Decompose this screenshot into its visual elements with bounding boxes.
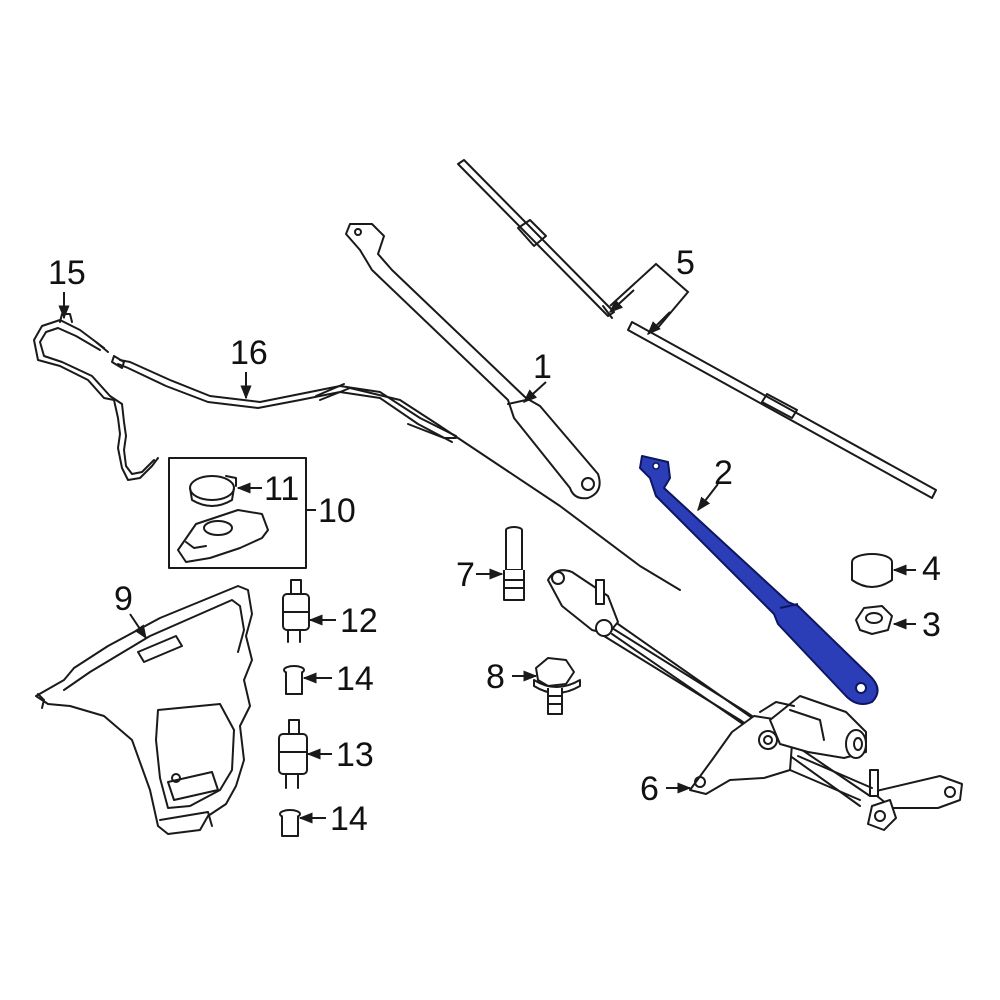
wiper-blade-upper[interactable] — [457, 159, 615, 319]
callout-7: 7 — [456, 556, 475, 594]
callout-13: 13 — [336, 736, 374, 774]
washer-fluid-reservoir[interactable] — [35, 585, 253, 835]
wiper-arm-cap-4[interactable] — [851, 553, 893, 588]
callout-9: 9 — [114, 580, 133, 618]
pump-grommet-14-upper[interactable] — [283, 665, 305, 695]
washer-hose-15[interactable] — [33, 313, 159, 481]
callout-12: 12 — [340, 602, 378, 640]
pump-grommet-14-lower[interactable] — [279, 809, 301, 837]
callout-3: 3 — [922, 606, 941, 644]
callout-11: 11 — [264, 470, 299, 508]
wiper-arm-nut-3[interactable] — [855, 605, 893, 635]
washer-nozzle-body[interactable] — [177, 509, 269, 563]
nozzle-kit-box — [168, 457, 307, 569]
washer-nozzle-cap-11[interactable] — [189, 475, 237, 507]
callout-4: 4 — [922, 550, 941, 588]
wiper-arm-passenger[interactable] — [345, 223, 601, 500]
washer-pump-13[interactable] — [278, 719, 308, 789]
callout-16: 16 — [230, 334, 268, 372]
callout-14-lower: 14 — [330, 800, 368, 838]
callout-14-upper: 14 — [336, 660, 374, 698]
callout-15: 15 — [48, 254, 86, 292]
callout-1: 1 — [533, 348, 552, 386]
callout-6: 6 — [640, 770, 659, 808]
pivot-stud-7[interactable] — [503, 526, 525, 601]
flange-bolt-8[interactable] — [533, 657, 581, 715]
callout-2: 2 — [714, 454, 733, 492]
washer-pump-12[interactable] — [282, 579, 310, 643]
callout-8: 8 — [486, 658, 505, 696]
callout-10: 10 — [318, 492, 356, 530]
callout-5: 5 — [676, 244, 695, 282]
leader-lines — [58, 262, 916, 824]
wiper-arm-driver-highlighted[interactable] — [639, 455, 879, 705]
callout-labels: 1 2 3 4 5 6 7 8 9 10 11 12 13 14 14 15 1… — [48, 244, 941, 838]
washer-hose-16[interactable] — [111, 355, 681, 591]
wiper-blade-lower[interactable] — [627, 321, 937, 499]
wiper-linkage-motor-assembly[interactable] — [547, 569, 963, 831]
